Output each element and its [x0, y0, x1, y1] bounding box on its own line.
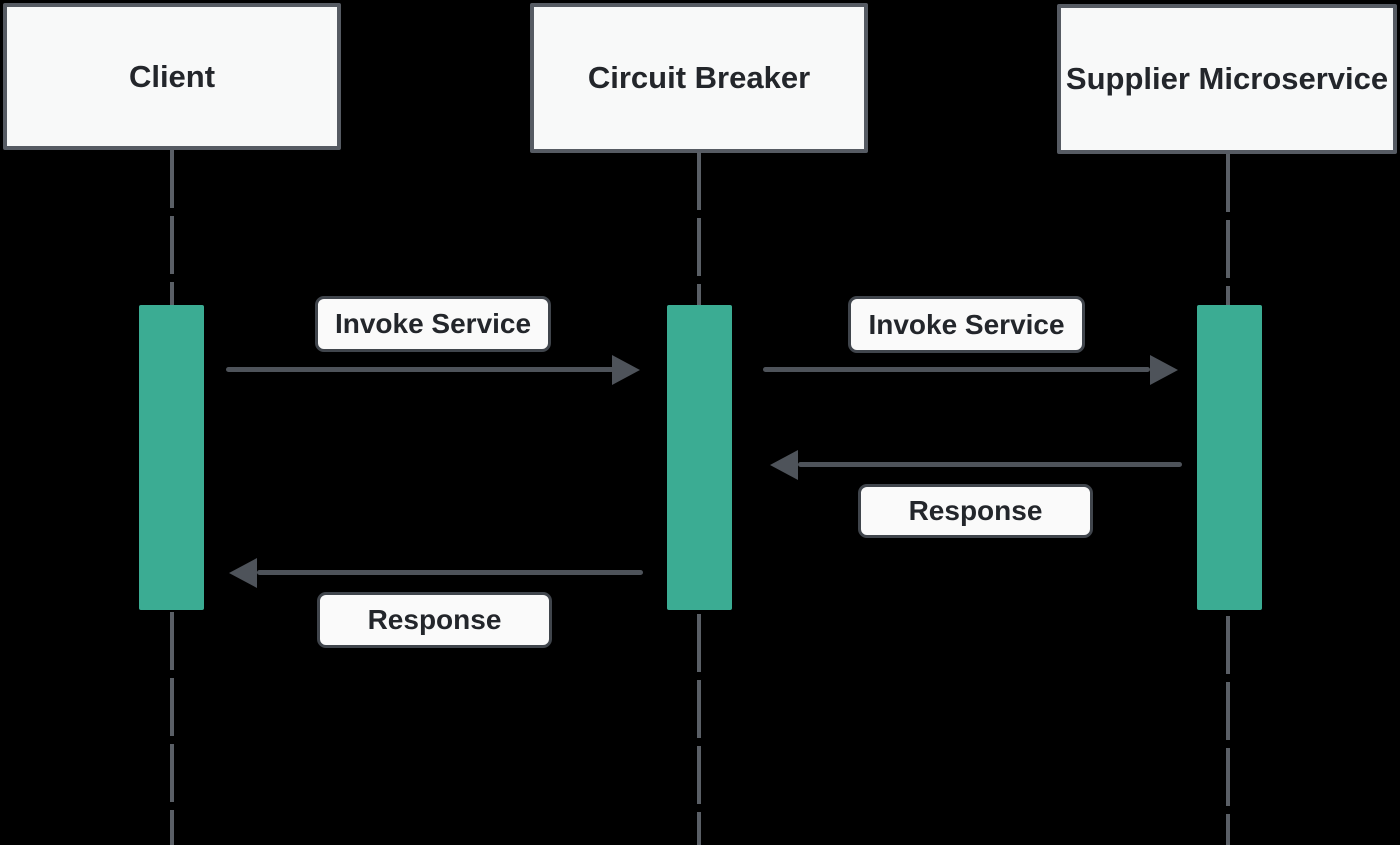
arrowhead-right-icon — [1150, 355, 1178, 385]
actor-box-supplier-microservice: Supplier Microservice — [1057, 4, 1397, 154]
message-label-invoke-service-1: Invoke Service — [315, 296, 551, 352]
message-text: Response — [367, 604, 502, 635]
activation-bar-circuit-breaker — [667, 305, 732, 610]
message-line-invoke-service-1 — [226, 367, 614, 372]
actor-label-client: Client — [128, 58, 216, 94]
actor-label-circuit-breaker: Circuit Breaker — [587, 60, 811, 95]
arrowhead-right-icon — [612, 355, 640, 385]
message-text: Invoke Service — [868, 308, 1065, 340]
arrowhead-left-icon — [229, 558, 257, 588]
actor-box-circuit-breaker: Circuit Breaker — [530, 3, 868, 153]
message-label-response-1: Response — [858, 484, 1093, 538]
arrowhead-left-icon — [770, 450, 798, 480]
activation-bar-client — [139, 305, 204, 610]
message-line-invoke-service-2 — [763, 367, 1150, 372]
actor-box-client: Client — [3, 3, 341, 150]
message-label-response-2: Response — [317, 592, 552, 648]
message-label-invoke-service-2: Invoke Service — [848, 296, 1085, 353]
message-text: Response — [908, 495, 1043, 526]
message-text: Invoke Service — [334, 308, 532, 339]
activation-bar-supplier-microservice — [1197, 305, 1262, 610]
actor-label-supplier-microservice: Supplier Microservice — [1065, 61, 1389, 96]
message-line-response-2 — [257, 570, 643, 575]
message-line-response-1 — [798, 462, 1182, 467]
